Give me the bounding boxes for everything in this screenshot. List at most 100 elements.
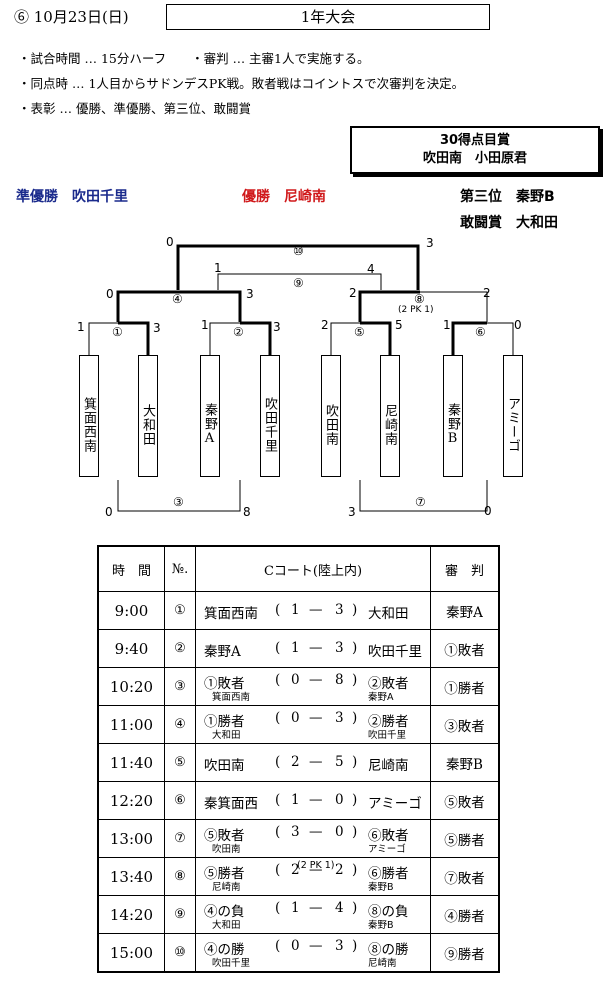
team-box-8: アミーゴ xyxy=(503,355,523,477)
match-referee: 秦野B xyxy=(430,743,500,782)
match-cell: ④の勝吹田千里(0—3)⑧の勝尼崎南 xyxy=(195,933,431,973)
away-team: 尼崎南 xyxy=(368,758,409,774)
match-10-right-score: 3 xyxy=(426,236,434,250)
rule-line-1: ・試合時間 … 15分ハーフ ・審判 … 主審1人で実施する。 xyxy=(18,51,370,66)
home-team: 吹田南 xyxy=(204,758,245,774)
match-3-number: ③ xyxy=(173,495,184,509)
away-score: 4 xyxy=(335,900,344,916)
match-time: 11:40 xyxy=(97,743,165,782)
away-team: ⑧の勝 xyxy=(368,942,409,958)
away-score: 3 xyxy=(335,710,344,726)
away-sub-team: アミーゴ xyxy=(368,844,406,855)
match-10-left-score: 0 xyxy=(166,235,174,249)
match-3-right-score: 8 xyxy=(243,505,251,519)
team-box-6: 尼崎南 xyxy=(380,355,400,477)
match-referee: ⑤敗者 xyxy=(430,781,500,820)
match-referee: ⑤勝者 xyxy=(430,819,500,858)
match-6-right-score: 0 xyxy=(514,318,522,332)
match-9-left-score: 1 xyxy=(214,261,222,275)
home-sub-team: 吹田千里 xyxy=(212,958,251,969)
match-6-number: ⑥ xyxy=(475,325,486,339)
rule-line-2: ・同点時 … 1人目からサドンデスPK戦。敗者戦はコイントスで次審判を決定。 xyxy=(18,76,465,91)
match-1-right-score: 3 xyxy=(153,321,161,335)
match-number: ⑤ xyxy=(164,743,196,782)
match-9-number: ⑨ xyxy=(293,276,304,290)
match-time: 13:00 xyxy=(97,819,165,858)
team-box-5: 吹田南 xyxy=(321,355,341,477)
match-time: 14:20 xyxy=(97,895,165,934)
home-score: 2 xyxy=(291,754,300,770)
rule-line-3: ・表彰 … 優勝、準優勝、第三位、敢闘賞 xyxy=(18,101,251,116)
fighting-spirit-label: 敢闘賞 大和田 xyxy=(460,215,558,231)
match-referee: ⑦敗者 xyxy=(430,857,500,896)
bracket-lines xyxy=(88,244,514,512)
match-number: ⑩ xyxy=(164,933,196,973)
home-team: 箕面西南 xyxy=(204,606,258,622)
match-cell: 吹田南(2—5)尼崎南 xyxy=(195,743,431,782)
home-score: 0 xyxy=(291,710,300,726)
header-court: Cコート(陸上内) xyxy=(195,545,431,592)
match-8-right-score: 2 xyxy=(483,286,491,300)
home-score: 2 xyxy=(291,862,300,878)
home-score: 1 xyxy=(291,900,300,916)
home-sub-team: 吹田南 xyxy=(212,844,241,855)
match-time: 15:00 xyxy=(97,933,165,973)
match-5-right-score: 5 xyxy=(395,318,403,332)
pk-note: (2 PK 1) xyxy=(297,860,335,871)
match-number: ⑦ xyxy=(164,819,196,858)
match-referee: ④勝者 xyxy=(430,895,500,934)
away-score: 5 xyxy=(335,754,344,770)
header-time: 時 間 xyxy=(97,545,165,592)
away-team: ⑧の負 xyxy=(368,904,409,920)
header-no: №. xyxy=(164,545,196,592)
away-team: ⑥敗者 xyxy=(368,828,409,844)
award-winner: 吹田南 小田原君 xyxy=(422,151,527,166)
match-2-right-score: 3 xyxy=(273,320,281,334)
match-8-number: ⑧ xyxy=(414,292,425,306)
match-number: ⑧ xyxy=(164,857,196,896)
match-8-pk: (2 PK 1) xyxy=(398,305,434,315)
match-number: ④ xyxy=(164,705,196,744)
match-time: 12:20 xyxy=(97,781,165,820)
home-sub-team: 大和田 xyxy=(212,730,241,741)
away-team: ⑥勝者 xyxy=(368,866,409,882)
match-cell: ⑤敗者吹田南(3—0)⑥敗者アミーゴ xyxy=(195,819,431,858)
away-score: 0 xyxy=(335,792,344,808)
match-time: 10:20 xyxy=(97,667,165,706)
away-score: 2 xyxy=(335,862,344,878)
match-1-left-score: 1 xyxy=(77,320,85,334)
match-time: 9:40 xyxy=(97,629,165,668)
home-team: 秦野A xyxy=(204,644,241,660)
match-referee: 秦野A xyxy=(430,591,500,630)
away-score: 3 xyxy=(335,938,344,954)
home-team: ①勝者 xyxy=(204,714,245,730)
home-score: 3 xyxy=(291,824,300,840)
match-4-right-score: 3 xyxy=(246,287,254,301)
third-place-label: 第三位 秦野B xyxy=(460,189,555,205)
away-team: 大和田 xyxy=(368,606,409,622)
match-cell: ①勝者大和田(0—3)②勝者吹田千里 xyxy=(195,705,431,744)
award-box: 30得点目賞 吹田南 小田原君 xyxy=(350,126,600,174)
match-5-left-score: 2 xyxy=(321,318,329,332)
away-sub-team: 秦野B xyxy=(368,920,394,931)
team-box-4: 吹田千里 xyxy=(260,355,280,477)
home-score: 1 xyxy=(291,792,300,808)
header-date: ⑥ 10月23日(日) xyxy=(14,8,129,26)
match-number: ① xyxy=(164,591,196,630)
match-number: ③ xyxy=(164,667,196,706)
header-referee: 審 判 xyxy=(430,545,500,592)
match-10-number: ⑩ xyxy=(293,244,304,258)
away-sub-team: 尼崎南 xyxy=(368,958,397,969)
team-box-7: 秦野B xyxy=(443,355,463,477)
match-7-right-score: 0 xyxy=(484,504,492,518)
match-7-number: ⑦ xyxy=(415,495,426,509)
home-score: 0 xyxy=(291,672,300,688)
match-4-left-score: 0 xyxy=(106,287,114,301)
table-header-row: 時 間 №. Cコート(陸上内) 審 判 xyxy=(97,545,500,592)
match-4-number: ④ xyxy=(172,292,183,306)
home-team: ④の勝 xyxy=(204,942,245,958)
